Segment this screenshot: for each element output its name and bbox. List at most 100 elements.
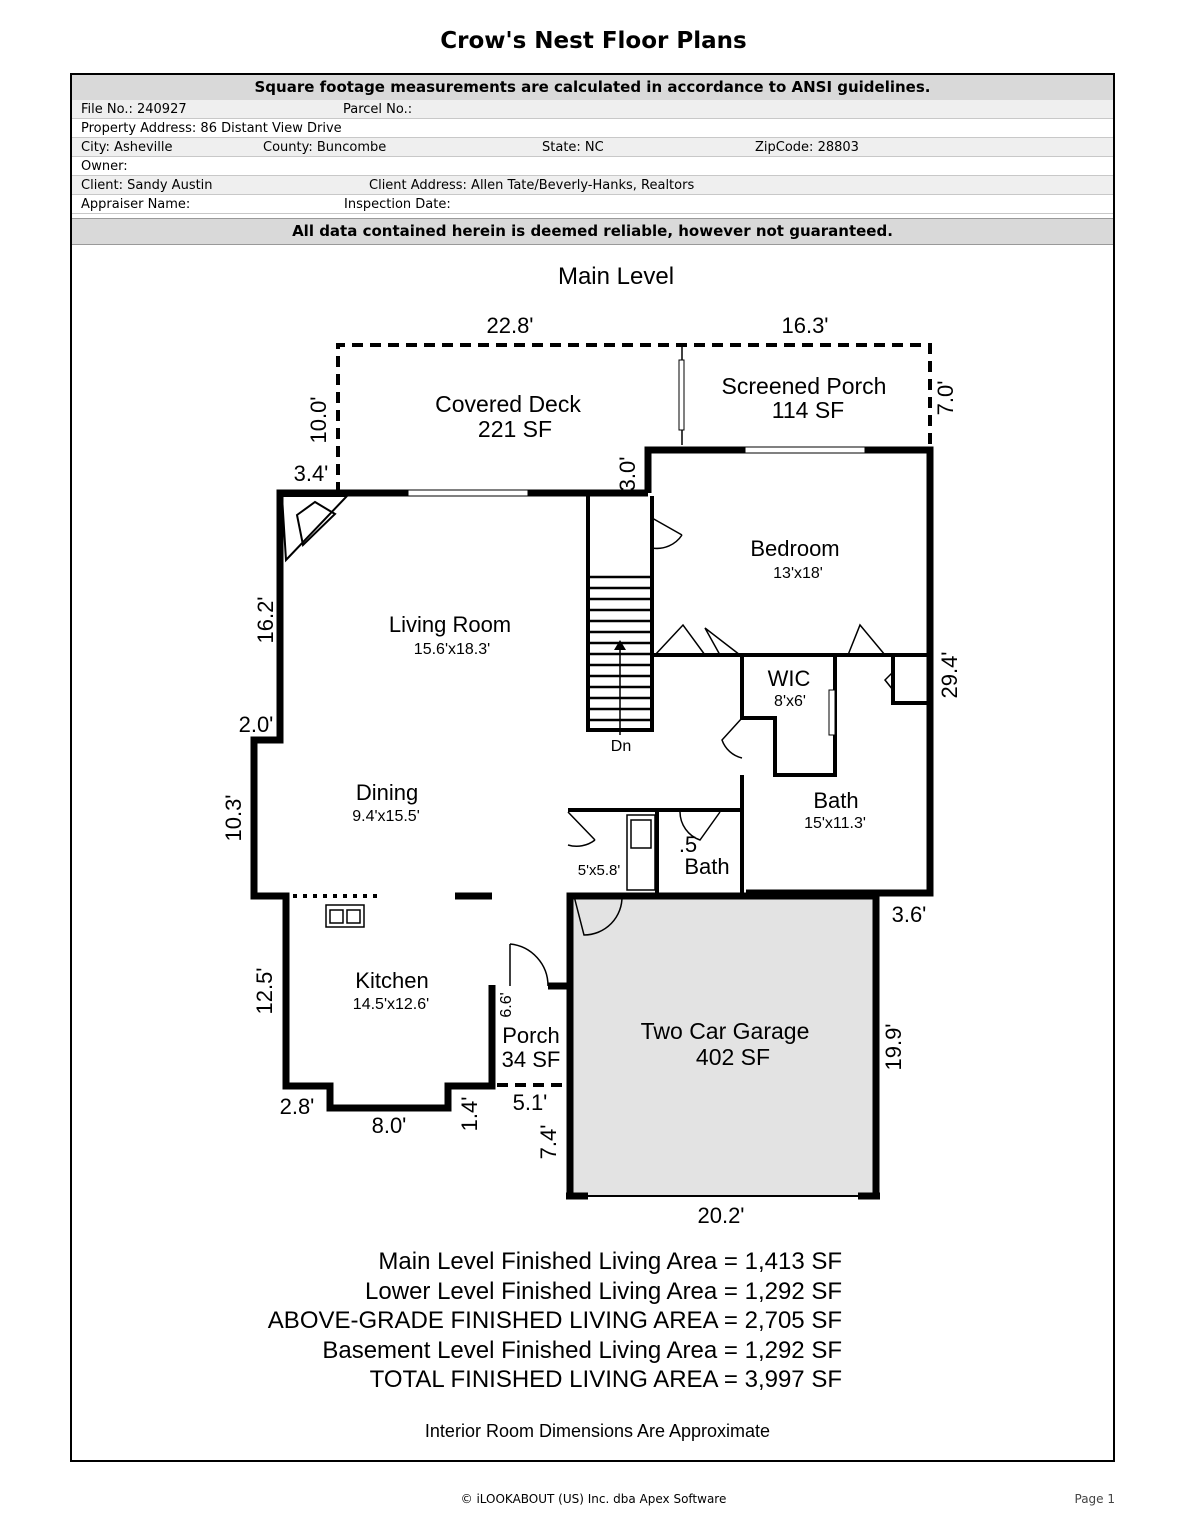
dim-porch-bottom: 5.1' [513, 1090, 548, 1115]
owner: Owner: [81, 159, 128, 174]
wic-slider [828, 689, 836, 736]
dim-offset-2-8: 2.8' [280, 1094, 315, 1119]
info-row-location: City: Asheville County: Buncombe State: … [72, 138, 1113, 157]
dim-porch-side: 6.6' [498, 992, 515, 1017]
bath-name: Bath [813, 788, 858, 813]
total-area: TOTAL FINISHED LIVING AREA = 3,997 SF [369, 1366, 842, 1393]
info-row-client: Client: Sandy Austin Client Address: All… [72, 176, 1113, 195]
area-summary: Main Level Finished Living Area = 1,413 … [268, 1247, 842, 1395]
porch-door [509, 943, 549, 987]
info-row-owner: Owner: [72, 157, 1113, 176]
dining-dims: 9.4'x15.5' [352, 808, 420, 825]
dim-offset-3-6: 3.6' [892, 902, 927, 927]
info-row-appraiser: Appraiser Name: Inspection Date: [72, 195, 1113, 214]
bedroom-door [651, 517, 683, 550]
living-room-dims: 15.6'x18.3' [414, 641, 490, 658]
sink-basin-left [329, 909, 344, 924]
bath-dims: 15'x11.3' [804, 815, 866, 832]
half-bath-name: Bath [684, 854, 729, 879]
bedroom-window [744, 446, 866, 454]
garage-name: Two Car Garage [641, 1018, 810, 1044]
closet-door [883, 671, 894, 691]
kitchen-name: Kitchen [355, 968, 428, 993]
property-address: Property Address: 86 Distant View Drive [81, 121, 342, 136]
garage-entry-door [573, 895, 623, 936]
dim-deck-width: 22.8' [486, 313, 533, 338]
garage-area: 402 SF [696, 1044, 770, 1070]
dim-kitchen-side: 12.5' [252, 967, 277, 1014]
living-room-name: Living Room [389, 612, 511, 637]
dim-left-middle: 10.3' [221, 794, 246, 841]
county: County: Buncombe [263, 140, 387, 155]
porch-area: 34 SF [502, 1047, 561, 1072]
west-wall [250, 489, 648, 1112]
file-number: File No.: 240927 [81, 102, 187, 117]
document-title: Crow's Nest Floor Plans [440, 28, 747, 54]
bedroom-double-door [654, 623, 741, 656]
lower-level-area: Lower Level Finished Living Area = 1,292… [365, 1277, 842, 1305]
garage-floor [570, 896, 876, 1196]
level-title: Main Level [558, 263, 674, 290]
wic-name: WIC [768, 666, 811, 691]
screened-porch-name: Screened Porch [722, 373, 887, 399]
outdoor-outlines [293, 343, 932, 1087]
dim-porch-width: 16.3' [781, 313, 828, 338]
closet-dims: 5'x5.8' [578, 862, 621, 879]
dim-offset-2-0: 2.0' [239, 712, 274, 737]
appraiser-name: Appraiser Name: [81, 197, 191, 212]
page-number: Page 1 [1074, 1492, 1116, 1506]
dining-name: Dining [356, 780, 418, 805]
state: State: NC [542, 140, 604, 155]
info-row-address: Property Address: 86 Distant View Drive [72, 119, 1113, 138]
half-bath-prefix: .5 [679, 832, 697, 857]
dim-offset-3-4: 3.4' [294, 461, 329, 486]
closet-wall [891, 655, 930, 705]
appliance-panel [630, 819, 652, 849]
dim-right-main: 29.4' [937, 651, 962, 698]
dim-porch-depth: 7.0' [933, 381, 958, 416]
closet-swing-door [567, 811, 596, 848]
basement-level-area: Basement Level Finished Living Area = 1,… [322, 1336, 842, 1364]
screened-porch-area: 114 SF [772, 397, 844, 423]
deck-porch-outline [336, 343, 932, 493]
kitchen-dims: 14.5'x12.6' [353, 996, 429, 1013]
city: City: Asheville [81, 140, 173, 155]
garage-walls [566, 892, 880, 1196]
report-frame: Square footage measurements are calculat… [70, 73, 1115, 1462]
dim-deck-depth: 10.0' [306, 396, 331, 443]
bedroom-name: Bedroom [750, 536, 839, 561]
bedroom-dims: 13'x18' [773, 565, 823, 582]
main-level-area: Main Level Finished Living Area = 1,413 … [378, 1248, 842, 1275]
interior-walls [568, 496, 930, 893]
bath-door [847, 623, 886, 656]
covered-deck-area: 221 SF [478, 416, 552, 442]
dim-left-upper: 16.2' [253, 596, 278, 643]
dimensions-note: Interior Room Dimensions Are Approximate [424, 1421, 771, 1441]
dim-offset-1-4: 1.4' [457, 1097, 482, 1132]
living-window [407, 489, 529, 497]
client: Client: Sandy Austin [81, 178, 213, 193]
info-row-file: File No.: 240927 Parcel No.: [72, 100, 1113, 119]
above-grade-area: ABOVE-GRADE FINISHED LIVING AREA = 2,705… [267, 1307, 842, 1334]
ansi-note: Square footage measurements are calculat… [72, 75, 1113, 101]
half-bath-door [679, 811, 721, 841]
wic-dims: 8'x6' [774, 693, 806, 710]
zipcode: ZipCode: 28803 [755, 140, 859, 155]
kitchen-sink-icon [325, 904, 365, 928]
dim-garage-side: 19.9' [881, 1023, 906, 1070]
wic-walls [740, 655, 837, 777]
fireplace-outline [280, 495, 350, 563]
dim-offset-3-0: 3.0' [615, 457, 640, 492]
dim-offset-7-4: 7.4' [536, 1125, 561, 1160]
client-address: Client Address: Allen Tate/Beverly-Hanks… [369, 178, 695, 193]
parcel-number: Parcel No.: [343, 102, 413, 117]
stair-arrow-icon [614, 640, 626, 650]
dimension-labels: 22.8' 16.3' 3.4' 3.6' 2.0' 2.8' 8.0' 5.1… [221, 313, 962, 1228]
dim-bay-width: 8.0' [372, 1113, 407, 1138]
copyright-footer: © iLOOKABOUT (US) Inc. dba Apex Software [460, 1492, 727, 1506]
wic-door [721, 717, 743, 759]
appliance-icon [626, 814, 656, 891]
dim-garage-width: 20.2' [697, 1203, 744, 1228]
stairs-label: Dn [611, 738, 631, 755]
